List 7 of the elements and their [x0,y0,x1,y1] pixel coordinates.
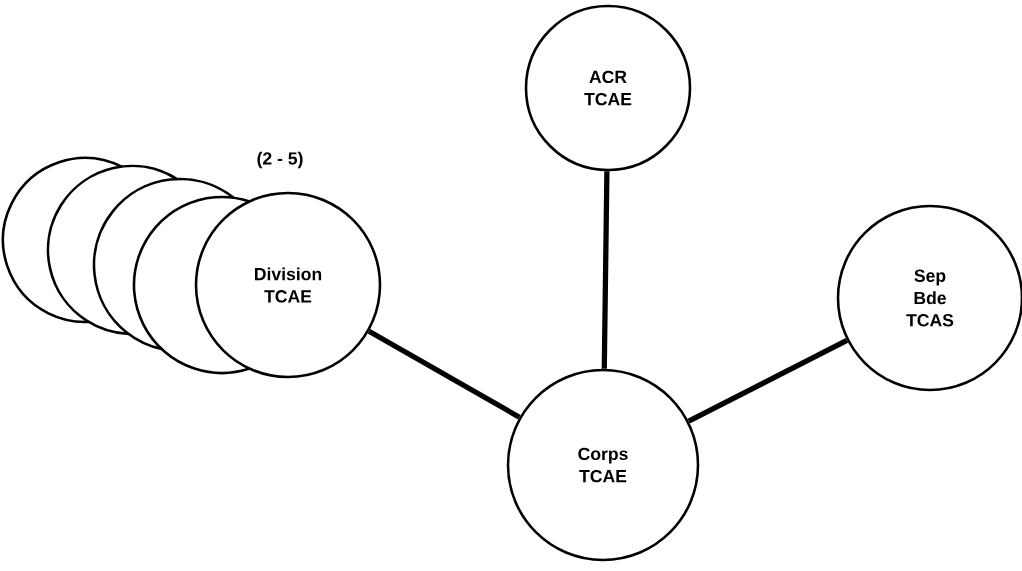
connector-line [687,338,849,424]
circle-node: ACR TCAE [524,4,692,172]
connector-line [367,329,521,420]
circle-node: Division TCAE [194,191,382,379]
circle-node: Corps TCAE [506,368,700,562]
count-label: (2 - 5) [257,151,303,169]
connector-line [601,171,610,369]
